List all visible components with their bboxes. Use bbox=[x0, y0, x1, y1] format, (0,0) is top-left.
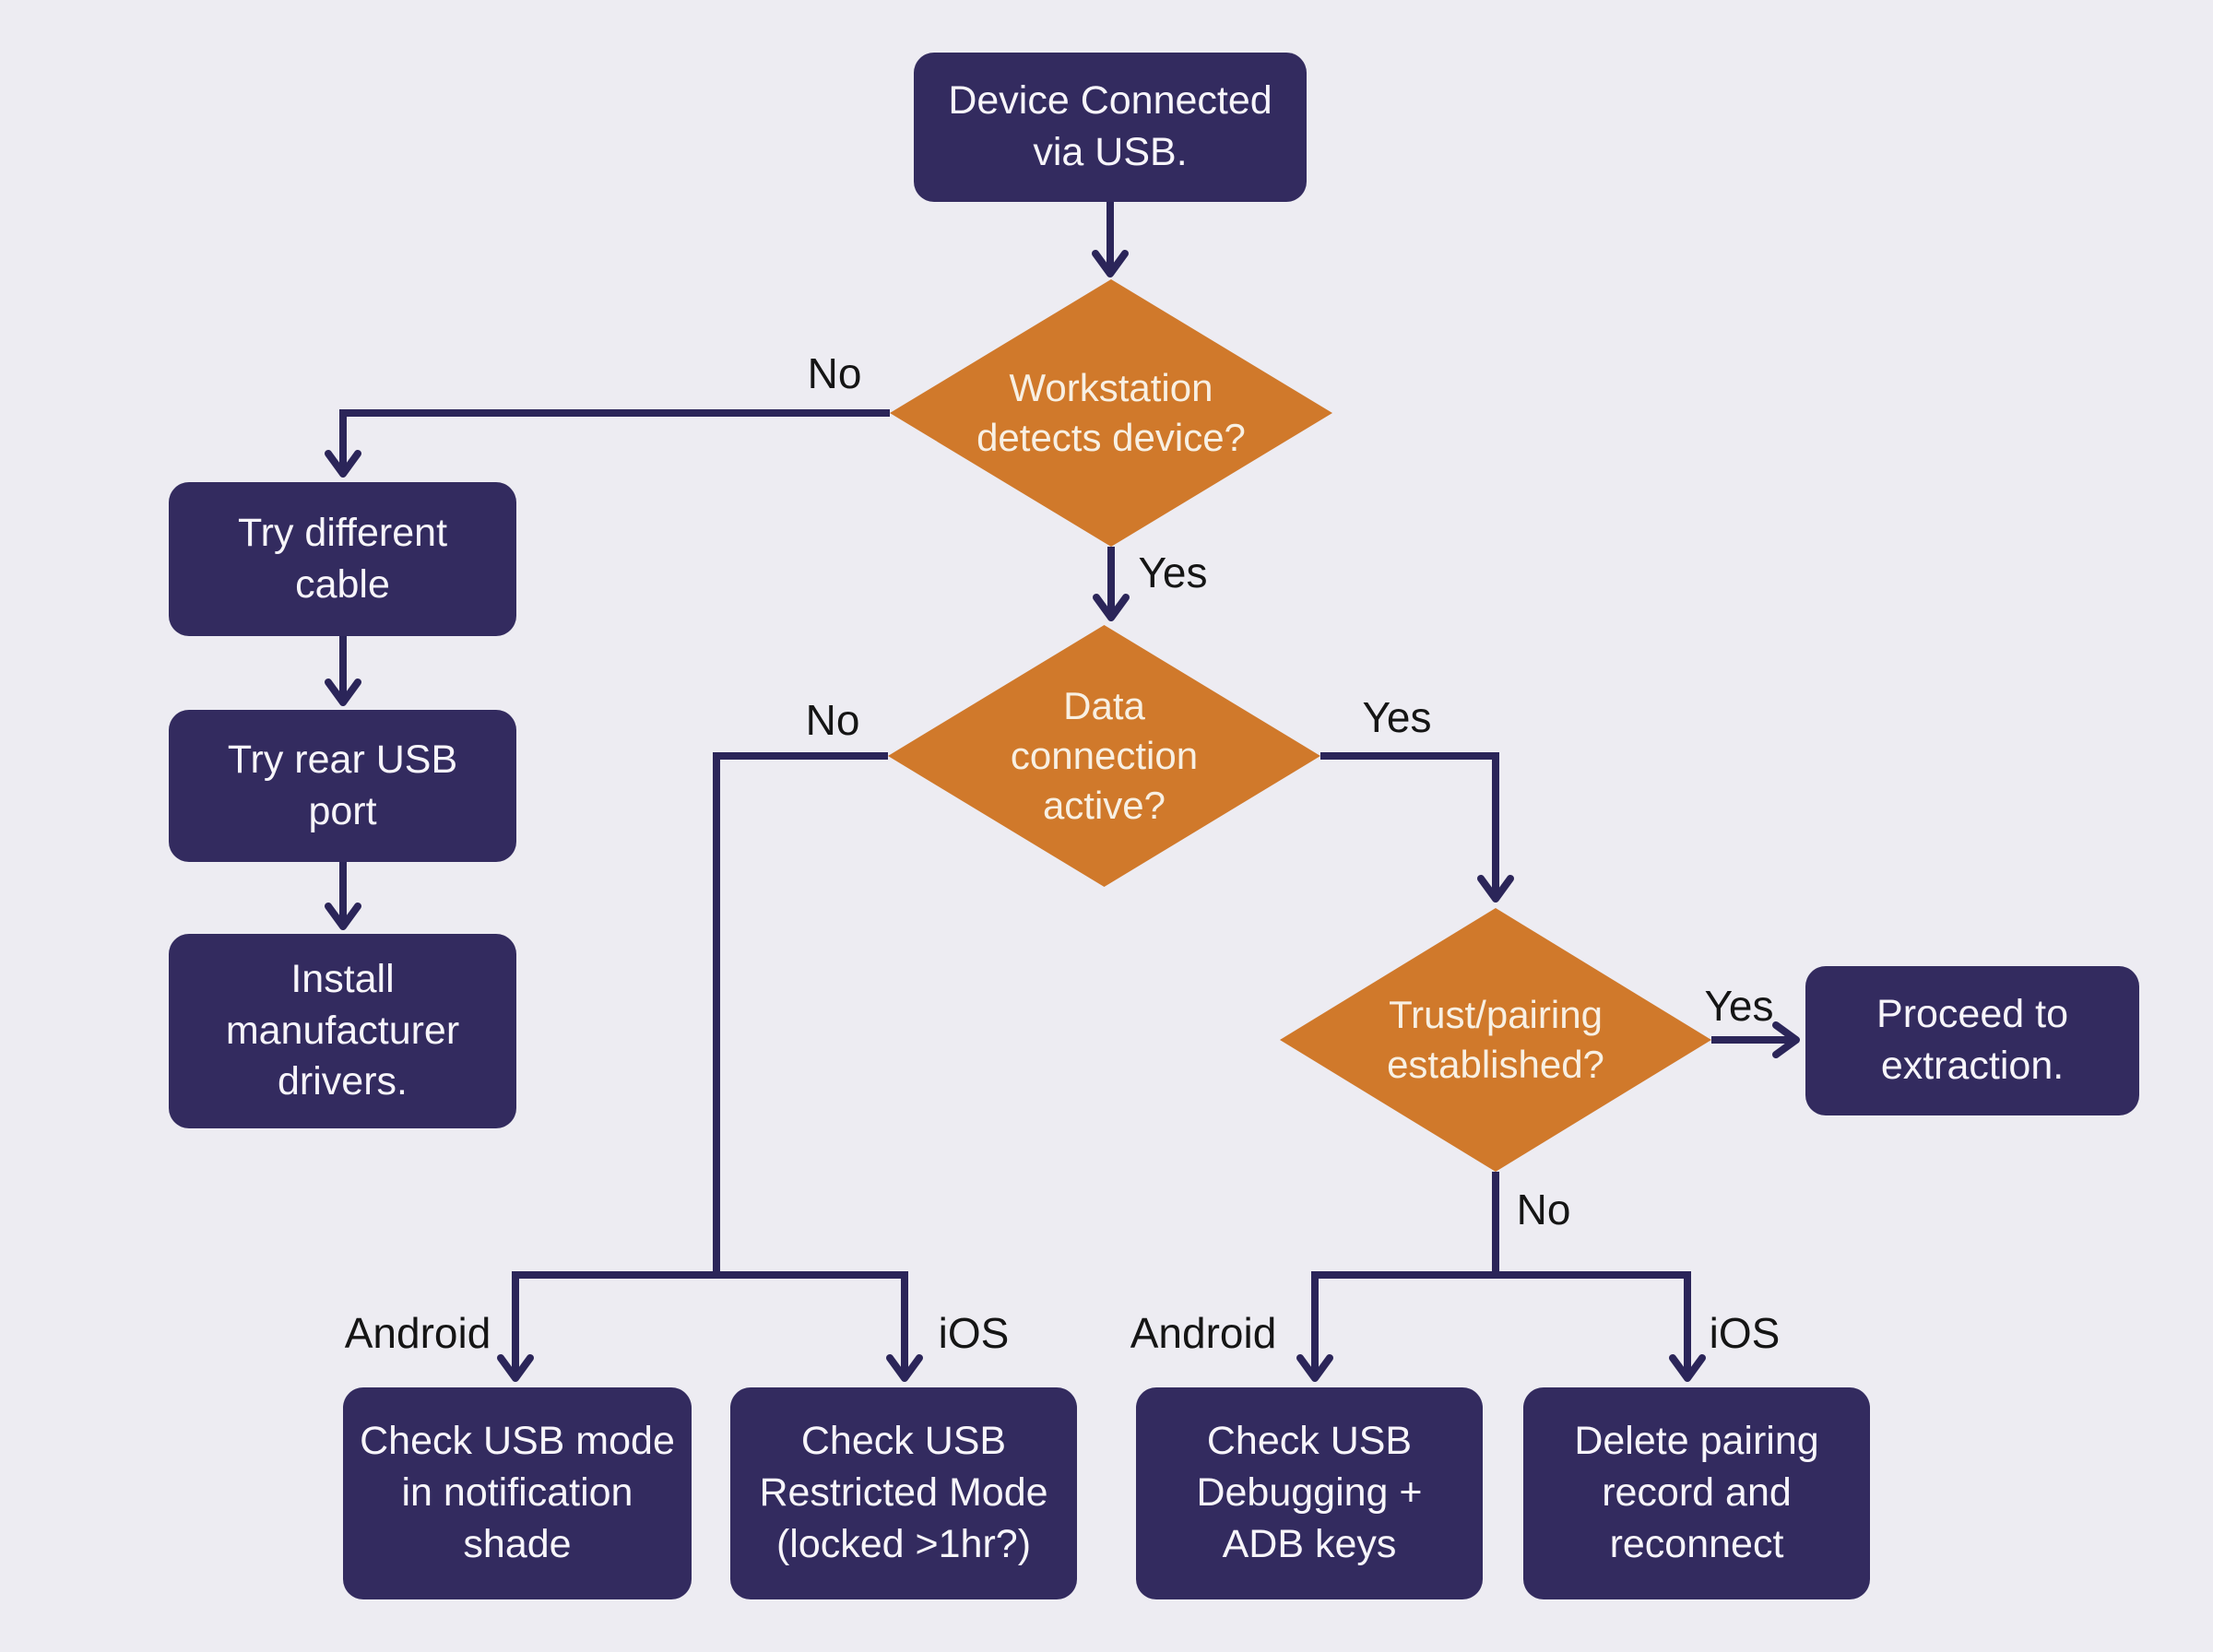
node-check-usb-mode: Check USB mode in notification shade bbox=[343, 1387, 692, 1599]
edge-trust-no-to-usb-debugging bbox=[1296, 1172, 1499, 1382]
edge-label-trust-no: No bbox=[1516, 1186, 1571, 1233]
node-proceed-to-extraction: Proceed to extraction. bbox=[1805, 966, 2139, 1115]
edge-label-android-left: Android bbox=[344, 1309, 491, 1357]
edge-data-yes-to-trust-pairing bbox=[1320, 752, 1514, 903]
edge-label-trust-yes: Yes bbox=[1704, 982, 1774, 1030]
node-delete-pairing-record: Delete pairing record and reconnect bbox=[1523, 1387, 1870, 1599]
edge-label-ios-right: iOS bbox=[1709, 1309, 1781, 1357]
node-install-manufacturer-drivers: Install manufacturer drivers. bbox=[169, 934, 516, 1128]
edge-label-detects-no: No bbox=[807, 349, 862, 397]
node-device-connected: Device Connected via USB. bbox=[914, 53, 1307, 202]
edge-data-no-to-restricted-mode bbox=[716, 1271, 923, 1382]
edge-trust-no-to-delete-pairing bbox=[1496, 1271, 1706, 1382]
node-try-different-cable: Try different cable bbox=[169, 482, 516, 636]
node-check-usb-restricted-mode: Check USB Restricted Mode (locked >1hr?) bbox=[730, 1387, 1077, 1599]
node-check-usb-debugging: Check USB Debugging + ADB keys bbox=[1136, 1387, 1483, 1599]
edge-label-detects-yes: Yes bbox=[1138, 549, 1208, 596]
edge-label-ios-left: iOS bbox=[938, 1309, 1010, 1357]
edge-label-data-no: No bbox=[805, 696, 860, 744]
edge-label-data-yes: Yes bbox=[1362, 693, 1432, 741]
edge-data-no-to-usb-mode bbox=[497, 752, 888, 1382]
edge-detects-no-to-try-cable bbox=[325, 409, 890, 478]
edge-label-android-right: Android bbox=[1130, 1309, 1277, 1357]
node-try-rear-usb-port: Try rear USB port bbox=[169, 710, 516, 862]
